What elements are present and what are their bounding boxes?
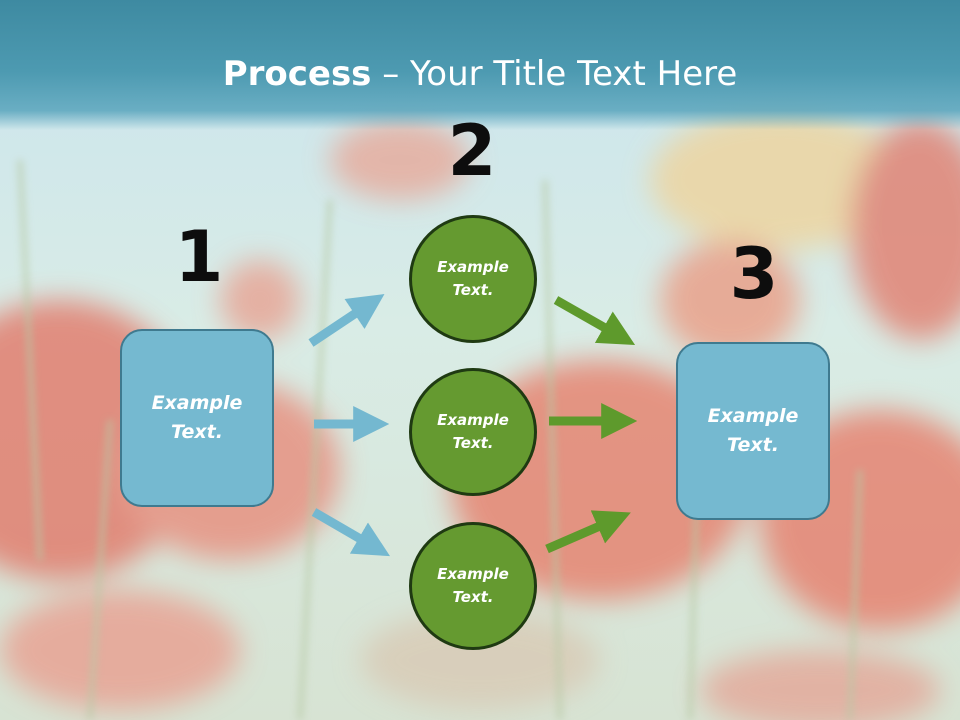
step-number-1: 1 bbox=[174, 216, 224, 298]
circle-middle-text: Example Text. bbox=[437, 411, 509, 452]
right-box-text: Example Text. bbox=[707, 405, 799, 456]
arrow-left-to-bottom bbox=[311, 508, 391, 557]
process-circle-top[interactable]: Example Text. bbox=[409, 215, 537, 343]
arrow-left-to-top bbox=[308, 294, 385, 347]
circle-bottom-text: Example Text. bbox=[437, 565, 509, 606]
step-number-2: 2 bbox=[447, 110, 497, 192]
title-rest: – Your Title Text Here bbox=[371, 54, 738, 94]
step-number-3: 3 bbox=[729, 233, 779, 315]
arrow-bottom-to-right bbox=[545, 510, 631, 554]
left-box-text: Example Text. bbox=[151, 392, 243, 443]
arrow-top-to-right bbox=[553, 296, 636, 346]
circle-top-text: Example Text. bbox=[437, 258, 509, 299]
right-process-box[interactable]: Example Text. bbox=[676, 342, 830, 520]
title-bold: Process bbox=[222, 54, 372, 94]
process-circle-bottom[interactable]: Example Text. bbox=[409, 522, 537, 650]
title-banner bbox=[0, 0, 960, 130]
process-circle-middle[interactable]: Example Text. bbox=[409, 368, 537, 496]
left-process-box[interactable]: Example Text. bbox=[120, 329, 274, 507]
slide-title: Process – Your Title Text Here bbox=[0, 52, 960, 96]
